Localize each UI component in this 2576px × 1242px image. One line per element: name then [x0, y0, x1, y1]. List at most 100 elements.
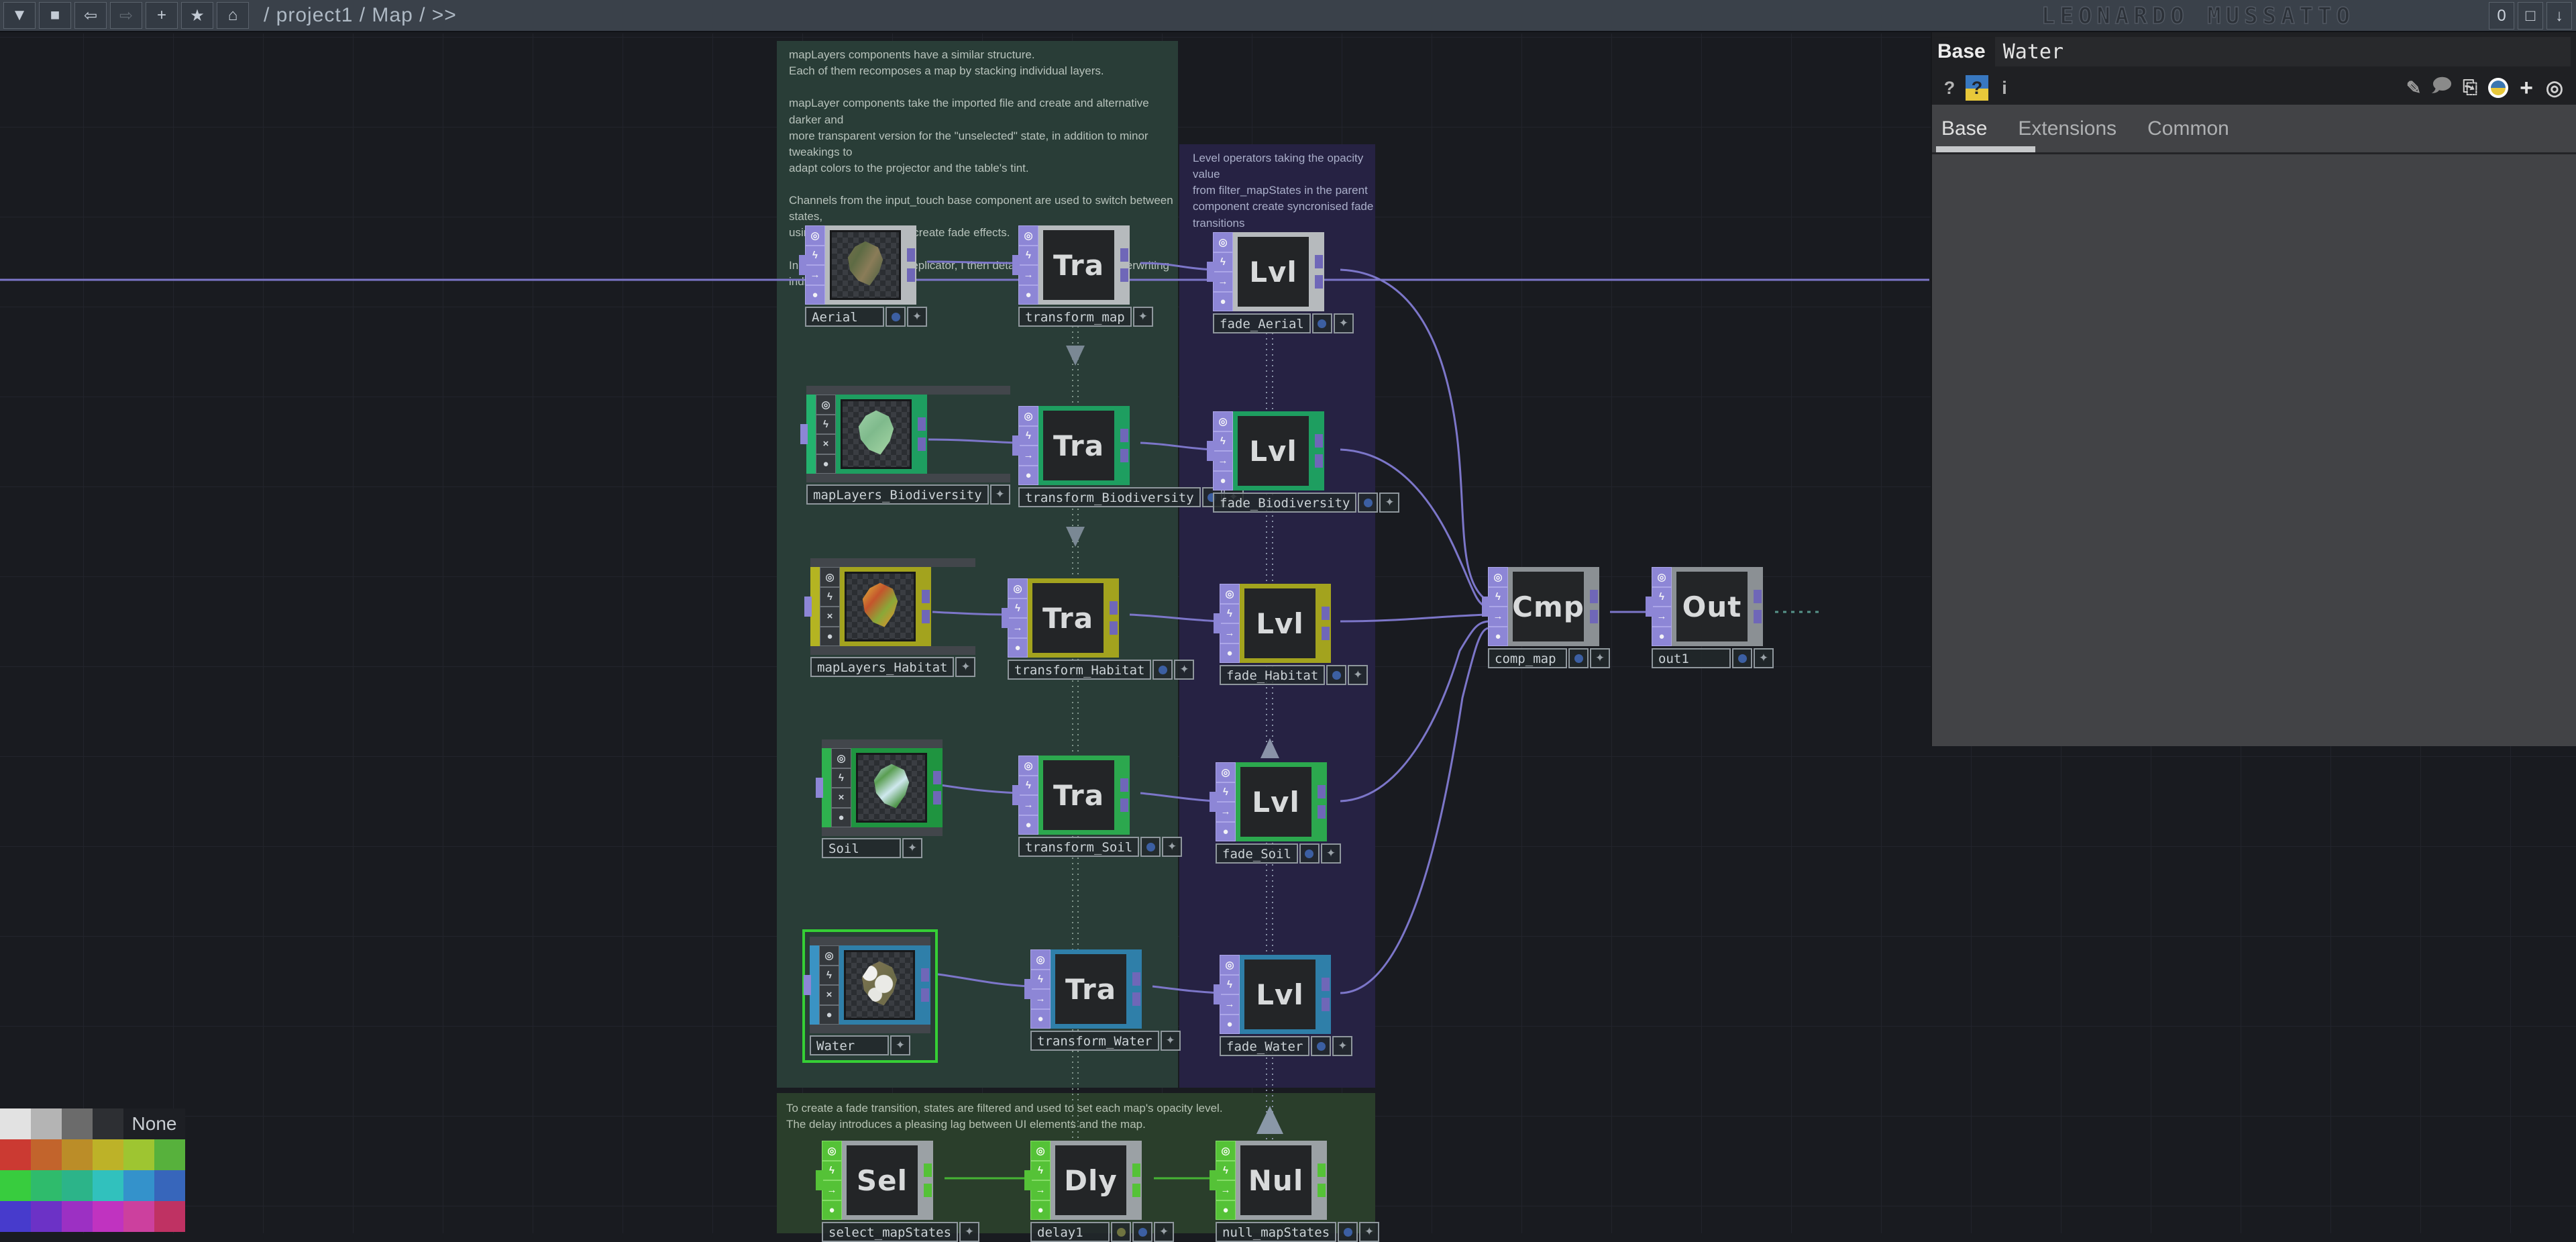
help-flag-icon[interactable]: ?	[1966, 75, 1988, 101]
node-name-label[interactable]: transform_Habitat	[1008, 660, 1152, 680]
bypass-flag-icon[interactable]: ●	[1213, 470, 1233, 490]
output-connector[interactable]	[1110, 601, 1118, 615]
palette-none[interactable]: None	[123, 1108, 185, 1139]
export-flag-icon[interactable]: →	[822, 1180, 842, 1200]
node-flag-badge-icon[interactable]: ✦	[907, 307, 927, 327]
output-connector[interactable]	[907, 268, 915, 282]
node-flag-badge-icon[interactable]: ✦	[1160, 1031, 1181, 1051]
output-connector[interactable]	[922, 610, 930, 623]
palette-swatch[interactable]	[62, 1108, 93, 1139]
palette-swatch[interactable]	[0, 1170, 31, 1201]
add-icon[interactable]: +	[2520, 74, 2533, 101]
output-connector[interactable]	[933, 791, 941, 805]
node-name-label[interactable]: Aerial	[805, 307, 884, 327]
output-connector[interactable]	[921, 988, 929, 1002]
python-icon[interactable]	[2486, 75, 2510, 101]
stop-icon[interactable]: ■	[39, 2, 71, 29]
node-flag-badge-icon[interactable]: ✦	[1333, 313, 1354, 333]
bypass-flag-icon[interactable]: ●	[1216, 821, 1236, 841]
pencil-icon[interactable]: ✎	[2406, 77, 2422, 98]
node-flag-badge-icon[interactable]: ✦	[1174, 660, 1195, 680]
export-flag-icon[interactable]: →	[1220, 623, 1240, 643]
add-icon[interactable]: +	[146, 2, 178, 29]
cook-flag-icon[interactable]: ϟ	[1216, 1160, 1236, 1180]
input-connector[interactable]	[1012, 785, 1020, 805]
node-flag-badge-icon[interactable]: ✦	[1162, 837, 1183, 857]
home-icon[interactable]: ⌂	[217, 2, 249, 29]
cook-flag-icon[interactable]: ϟ	[1018, 425, 1038, 446]
node-name-label[interactable]: mapLayers_Biodiversity	[806, 484, 989, 505]
input-connector[interactable]	[1210, 1170, 1217, 1190]
bypass-flag-icon[interactable]: ●	[1488, 626, 1508, 646]
output-connector[interactable]	[924, 1184, 932, 1197]
palette-swatch[interactable]	[62, 1201, 93, 1232]
viewer-flag-icon[interactable]: ◎	[1018, 225, 1038, 246]
output-connector[interactable]	[1132, 972, 1140, 986]
node-name-label[interactable]: comp_map	[1488, 648, 1567, 668]
node-name-label[interactable]: delay1	[1030, 1222, 1110, 1242]
output-connector[interactable]	[1132, 1163, 1140, 1177]
bypass-flag-icon[interactable]: ●	[1220, 643, 1240, 663]
cook-flag-icon[interactable]: ϟ	[831, 768, 851, 788]
viewer-flag-icon[interactable]: ◎	[820, 567, 840, 587]
output-connector[interactable]	[1318, 1163, 1326, 1177]
export-flag-icon[interactable]: ×	[819, 985, 839, 1005]
node-name-label[interactable]: fade_Biodiversity	[1213, 493, 1357, 513]
output-connector[interactable]	[1322, 978, 1330, 991]
export-flag-icon[interactable]: ×	[820, 607, 840, 627]
node-comment-badge-icon[interactable]	[1140, 837, 1161, 857]
input-connector[interactable]	[799, 255, 806, 275]
input-connector[interactable]	[1002, 608, 1009, 628]
input-connector[interactable]	[1012, 435, 1020, 456]
node-name-label[interactable]: transform_Soil	[1018, 837, 1140, 857]
node-comment-badge-icon[interactable]	[1299, 843, 1320, 864]
input-connector[interactable]	[1214, 984, 1221, 1004]
node-comment-badge-icon[interactable]	[1152, 660, 1173, 680]
export-flag-icon[interactable]: →	[1216, 1180, 1236, 1200]
cook-flag-icon[interactable]: ϟ	[820, 586, 840, 607]
node-mapLayers_Habitat[interactable]: ◎ϟ×●mapLayers_Habitat✦	[804, 558, 976, 677]
output-connector[interactable]	[1120, 429, 1128, 442]
bypass-flag-icon[interactable]: ●	[1213, 291, 1233, 311]
output-connector[interactable]	[1132, 992, 1140, 1006]
output-connector[interactable]	[922, 590, 930, 603]
export-flag-icon[interactable]: →	[1008, 618, 1028, 638]
palette-swatch[interactable]	[93, 1201, 123, 1232]
node-name-label[interactable]: Soil	[822, 838, 901, 858]
bypass-flag-icon[interactable]: ●	[816, 454, 836, 474]
palette-swatch[interactable]	[93, 1139, 123, 1170]
output-connector[interactable]	[1322, 998, 1330, 1011]
forward-icon[interactable]: ⇨	[110, 2, 142, 29]
node-Water[interactable]: ◎ϟ×●Water✦	[802, 929, 938, 1063]
output-connector[interactable]	[921, 968, 929, 982]
output-connector[interactable]	[1120, 268, 1128, 282]
palette-swatch[interactable]	[93, 1108, 123, 1139]
node-flag-badge-icon[interactable]: ✦	[989, 484, 1010, 505]
input-connector[interactable]	[804, 975, 811, 995]
export-flag-icon[interactable]: →	[1018, 795, 1038, 815]
export-flag-icon[interactable]: →	[1213, 272, 1233, 292]
input-connector[interactable]	[1207, 262, 1214, 282]
output-connector[interactable]	[933, 771, 941, 784]
export-flag-icon[interactable]: →	[1216, 802, 1236, 822]
input-connector[interactable]	[1012, 255, 1020, 275]
output-connector[interactable]	[1315, 454, 1323, 468]
node-Aerial[interactable]: ◎ϟ→●Aerial✦	[799, 225, 927, 327]
palette-swatch[interactable]	[154, 1201, 185, 1232]
palette-swatch[interactable]	[31, 1201, 62, 1232]
output-connector[interactable]	[1120, 449, 1128, 462]
viewer-flag-icon[interactable]: ◎	[831, 748, 851, 768]
output-connector[interactable]	[1322, 627, 1330, 640]
node-comment-badge-icon[interactable]	[1358, 493, 1379, 513]
input-connector[interactable]	[816, 778, 823, 798]
bypass-flag-icon[interactable]: ●	[1018, 465, 1038, 485]
node-flag-badge-icon[interactable]: ✦	[959, 1222, 980, 1242]
export-flag-icon[interactable]: →	[1220, 994, 1240, 1015]
tab-common[interactable]: Common	[2147, 117, 2229, 140]
node-name-label[interactable]: select_mapStates	[822, 1222, 959, 1242]
